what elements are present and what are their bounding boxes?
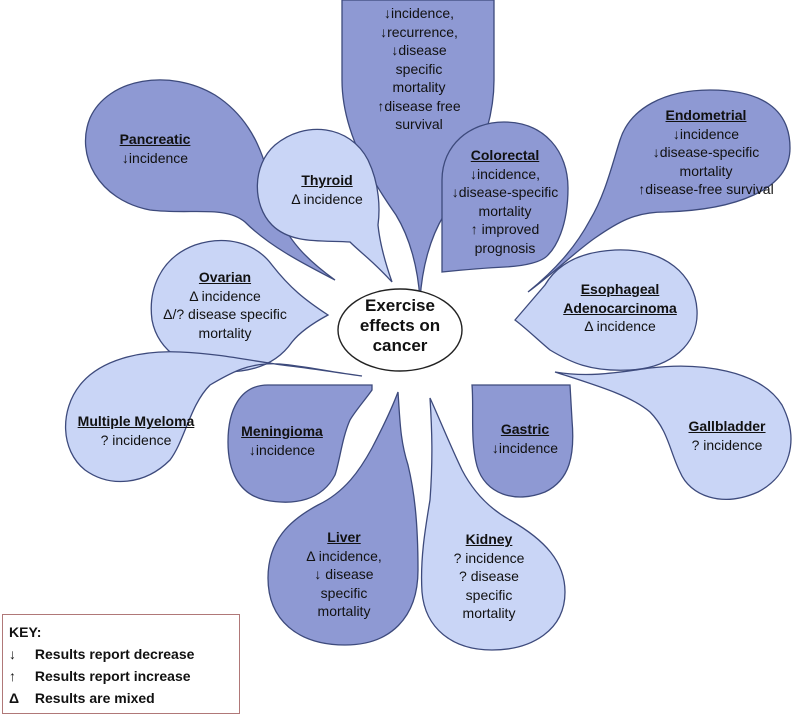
petal-esophageal-shape bbox=[514, 249, 698, 371]
petal-line: specific bbox=[465, 586, 513, 603]
petal-line: mortality bbox=[462, 605, 516, 621]
petal-title: Colorectal bbox=[470, 147, 540, 163]
petal-line: Δ incidence bbox=[189, 287, 261, 304]
petal-gallbladder-text: Gallbladder ? incidence bbox=[672, 417, 782, 454]
petal-gastric-text: Gastric ↓incidence bbox=[480, 420, 570, 457]
center-line: cancer bbox=[372, 336, 428, 355]
petal-thyroid-text: Thyroid Δ incidence bbox=[272, 171, 382, 208]
petal-pancreatic-text: Pancreatic ↓incidence bbox=[100, 130, 210, 167]
petal-line: ? incidence bbox=[100, 431, 172, 448]
petal-esophageal-text: Esophageal Adenocarcinoma Δ incidence bbox=[555, 280, 685, 336]
petal-line: ↓incidence bbox=[491, 439, 559, 456]
petal-line: ↑disease free bbox=[377, 97, 461, 114]
petal-line: ? incidence bbox=[453, 549, 525, 566]
petal-line: prognosis bbox=[474, 239, 536, 256]
petal-line: ↑disease-free survival bbox=[638, 181, 774, 197]
petal-breast-text: ↓incidence, ↓recurrence, ↓disease specif… bbox=[355, 4, 483, 134]
petal-meningioma-text: Meningioma ↓incidence bbox=[226, 422, 338, 459]
petal-gastric-shape bbox=[471, 384, 574, 498]
petal-line: ↓ disease bbox=[314, 566, 374, 582]
petal-line: ↓disease-specific bbox=[451, 184, 559, 200]
center-line: effects on bbox=[359, 316, 441, 335]
petal-line: ↑ improved bbox=[470, 221, 540, 237]
key-item: ↑ Results report increase bbox=[9, 665, 233, 687]
key-item: ↓ Results report decrease bbox=[9, 643, 233, 665]
petal-ovarian-text: Ovarian Δ incidence Δ/? disease specific… bbox=[150, 268, 300, 342]
key-item: Δ Results are mixed bbox=[9, 687, 233, 709]
petal-endometrial-text: Endometrial ↓incidence ↓disease-specific… bbox=[628, 106, 784, 199]
petal-line: mortality bbox=[679, 162, 733, 179]
petal-colorectal-shape bbox=[441, 121, 569, 273]
petal-gallbladder-shape bbox=[554, 365, 792, 500]
petal-title: Esophageal bbox=[580, 281, 660, 297]
petal-kidney-shape bbox=[420, 397, 566, 651]
petal-line: mortality bbox=[478, 202, 532, 219]
petal-line: ↓incidence, bbox=[469, 165, 541, 182]
petal-title: Multiple Myeloma bbox=[77, 413, 195, 429]
petal-title: Endometrial bbox=[665, 107, 747, 123]
petal-title: Adenocarcinoma bbox=[563, 299, 677, 316]
petal-line: ↓incidence bbox=[121, 149, 189, 166]
key-item-label: Results are mixed bbox=[34, 690, 155, 706]
petal-myeloma-text: Multiple Myeloma ? incidence bbox=[66, 412, 206, 449]
petal-line: mortality bbox=[198, 324, 252, 341]
key-title: KEY: bbox=[9, 624, 42, 640]
key-item-label: Results report decrease bbox=[34, 646, 195, 662]
petal-liver-shape bbox=[267, 391, 419, 646]
petal-title: Meningioma bbox=[241, 423, 323, 439]
decrease-arrow-icon: ↓ bbox=[9, 646, 16, 662]
petal-line: ↓incidence bbox=[248, 441, 316, 458]
petal-line: Δ incidence bbox=[584, 318, 656, 334]
petal-line: ↓incidence, bbox=[383, 5, 455, 21]
key-legend: KEY: ↓ Results report decrease ↑ Results… bbox=[2, 614, 240, 714]
petal-liver-text: Liver Δ incidence, ↓ disease specific mo… bbox=[288, 528, 400, 621]
delta-icon: Δ bbox=[9, 690, 20, 706]
petal-title: Liver bbox=[327, 529, 361, 545]
petal-line: mortality bbox=[317, 603, 371, 619]
petal-title: Gastric bbox=[500, 421, 550, 437]
petal-title: Ovarian bbox=[198, 269, 252, 285]
petal-line: ↓incidence bbox=[672, 125, 740, 142]
petal-line: Δ incidence bbox=[291, 190, 363, 207]
petal-ovarian-shape bbox=[150, 239, 330, 373]
center-line: Exercise bbox=[365, 296, 435, 315]
petal-line: mortality bbox=[392, 79, 446, 95]
petal-line: ↓disease bbox=[391, 42, 447, 58]
petal-line: Δ incidence, bbox=[306, 547, 382, 564]
petal-line: ? disease bbox=[459, 568, 519, 584]
center-ellipse bbox=[337, 288, 463, 372]
petal-meningioma-shape bbox=[227, 384, 373, 503]
petal-line: ↓disease-specific bbox=[652, 144, 760, 160]
petal-thyroid-shape bbox=[256, 128, 393, 283]
petal-colorectal-text: Colorectal ↓incidence, ↓disease-specific… bbox=[440, 146, 570, 257]
key-item-label: Results report increase bbox=[34, 668, 191, 684]
petal-line: Δ/? disease specific bbox=[163, 306, 287, 322]
petal-line: specific bbox=[320, 584, 368, 601]
increase-arrow-icon: ↑ bbox=[9, 668, 16, 684]
petal-endometrial-shape bbox=[527, 89, 791, 293]
petal-title: Thyroid bbox=[301, 172, 353, 188]
petal-title: Gallbladder bbox=[688, 418, 766, 434]
petal-line: specific bbox=[395, 60, 443, 77]
petal-kidney-text: Kidney ? incidence ? disease specific mo… bbox=[434, 530, 544, 623]
petal-line: ↓recurrence, bbox=[380, 23, 458, 40]
petal-line: ? incidence bbox=[691, 436, 763, 453]
petal-title: Kidney bbox=[465, 531, 513, 547]
petal-title: Pancreatic bbox=[119, 131, 191, 147]
center-label: Exercise effects on cancer bbox=[342, 296, 458, 356]
petal-line: survival bbox=[395, 116, 443, 132]
petal-myeloma-shape bbox=[64, 351, 363, 483]
